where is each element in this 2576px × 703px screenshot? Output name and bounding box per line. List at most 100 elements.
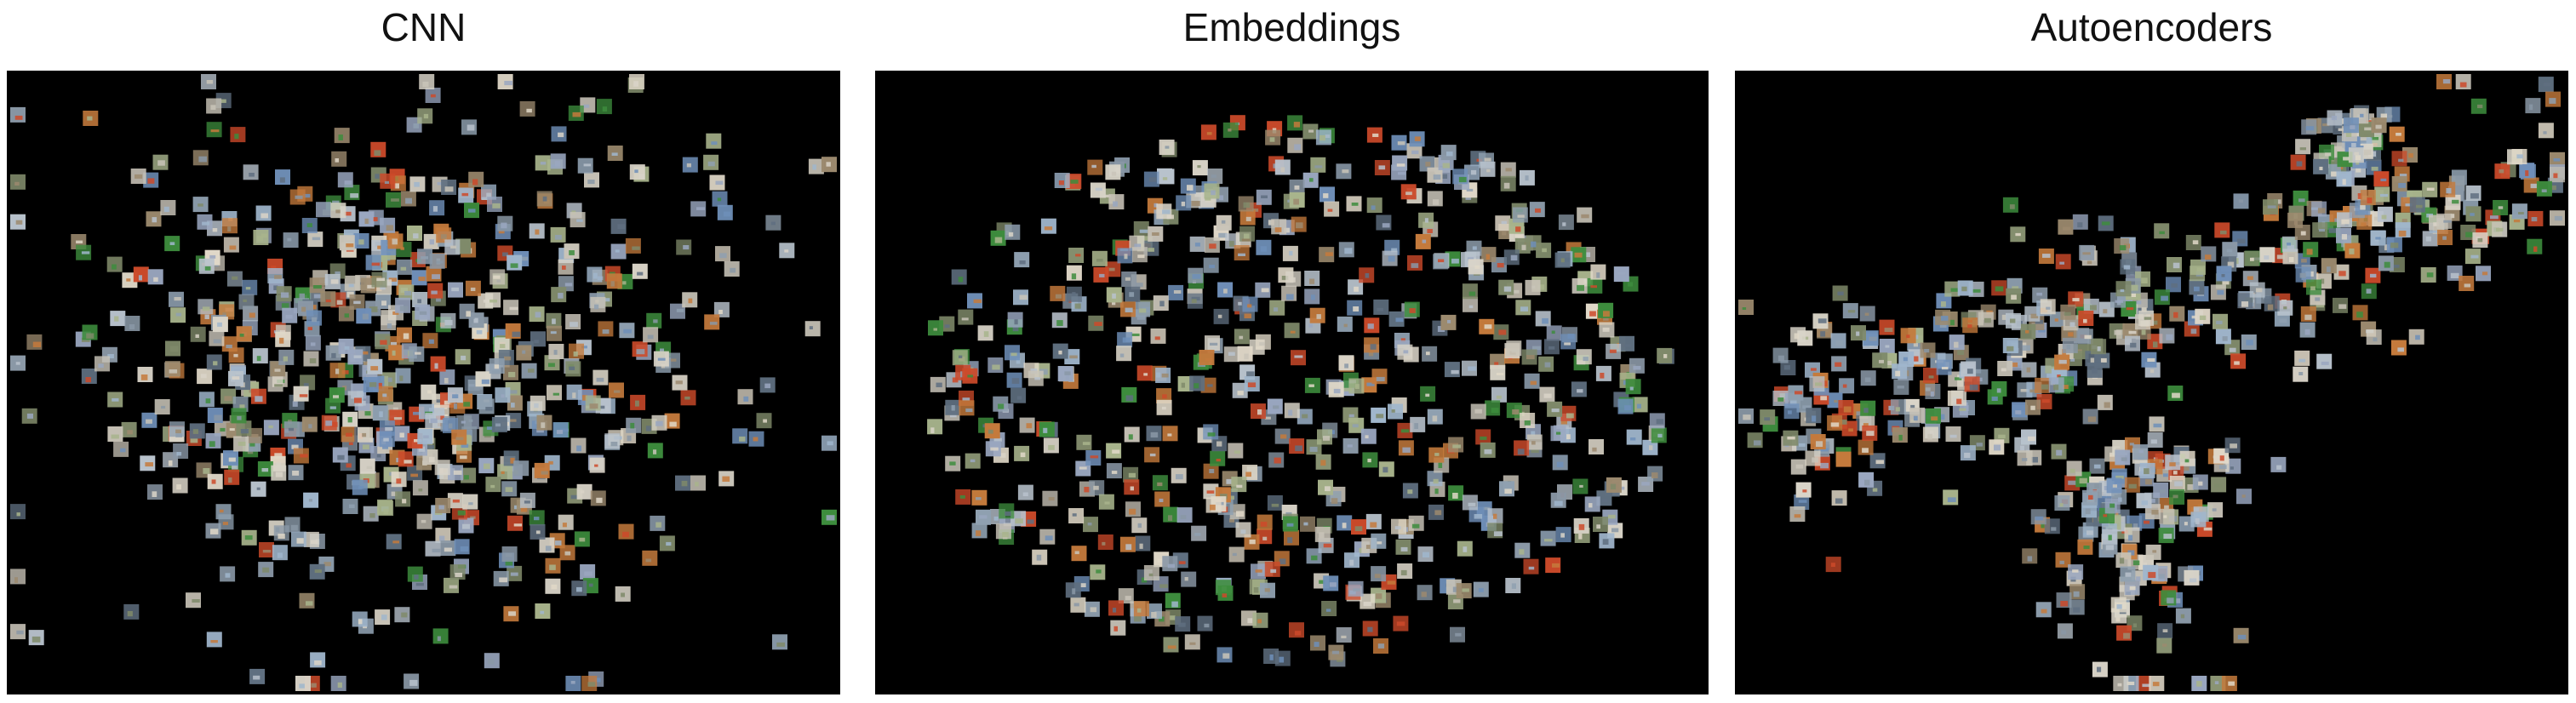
- image-thumbnail: [1143, 171, 1159, 187]
- image-thumbnail: [395, 368, 411, 384]
- image-thumbnail: [1573, 517, 1589, 534]
- image-thumbnail: [1234, 245, 1250, 260]
- image-thumbnail: [451, 429, 467, 445]
- image-thumbnail: [2270, 456, 2287, 472]
- image-thumbnail: [1806, 408, 1822, 424]
- image-thumbnail: [206, 632, 222, 648]
- image-thumbnail: [271, 465, 287, 481]
- image-thumbnail: [1216, 647, 1233, 663]
- image-thumbnail: [1479, 318, 1495, 334]
- image-thumbnail: [1203, 483, 1219, 500]
- image-thumbnail: [2465, 206, 2482, 222]
- image-thumbnail: [1936, 359, 1952, 375]
- image-thumbnail: [427, 283, 444, 299]
- image-thumbnail: [1572, 478, 1589, 494]
- image-thumbnail: [435, 498, 451, 513]
- image-thumbnail: [491, 416, 507, 432]
- image-thumbnail: [1373, 299, 1389, 315]
- image-thumbnail: [1238, 196, 1254, 212]
- image-thumbnail: [1391, 518, 1406, 534]
- image-thumbnail: [230, 127, 246, 143]
- image-thumbnail: [1409, 131, 1425, 147]
- image-thumbnail: [724, 261, 740, 277]
- image-thumbnail: [2361, 283, 2377, 300]
- thumbnail-scatter-cnn: [10, 74, 837, 691]
- image-thumbnail: [587, 266, 603, 283]
- image-thumbnail: [1571, 277, 1588, 294]
- image-thumbnail: [545, 578, 561, 594]
- image-thumbnail: [2366, 329, 2382, 346]
- image-thumbnail: [228, 370, 243, 386]
- image-thumbnail: [1550, 492, 1566, 508]
- image-thumbnail: [737, 389, 753, 405]
- image-thumbnail: [1738, 300, 1754, 315]
- image-thumbnail: [642, 550, 658, 566]
- image-thumbnail: [2447, 265, 2463, 281]
- image-thumbnail: [1444, 362, 1460, 378]
- image-thumbnail: [1500, 162, 1516, 178]
- image-thumbnail: [1480, 247, 1497, 263]
- image-thumbnail: [1783, 403, 1800, 420]
- image-thumbnail: [2312, 222, 2328, 238]
- image-thumbnail: [2215, 329, 2231, 345]
- image-thumbnail: [574, 531, 590, 547]
- image-thumbnail: [1306, 548, 1322, 564]
- image-thumbnail: [1647, 466, 1663, 482]
- image-thumbnail: [378, 500, 394, 517]
- image-thumbnail: [647, 443, 663, 459]
- image-thumbnail: [690, 475, 706, 491]
- image-thumbnail: [475, 371, 491, 387]
- image-thumbnail: [130, 169, 146, 184]
- image-thumbnail: [309, 563, 325, 580]
- image-thumbnail: [1760, 409, 1776, 426]
- image-thumbnail: [670, 303, 685, 319]
- image-thumbnail: [2281, 236, 2298, 252]
- image-thumbnail: [461, 119, 477, 135]
- image-thumbnail: [425, 88, 441, 103]
- image-thumbnail: [1242, 296, 1258, 312]
- image-thumbnail: [530, 395, 546, 411]
- image-thumbnail: [2097, 394, 2113, 410]
- image-thumbnail: [441, 180, 457, 195]
- image-thumbnail: [1197, 615, 1213, 632]
- image-thumbnail: [577, 157, 593, 174]
- image-thumbnail: [2300, 306, 2316, 322]
- image-thumbnail: [303, 351, 319, 367]
- image-thumbnail: [1284, 403, 1300, 419]
- image-thumbnail: [2132, 444, 2149, 460]
- image-thumbnail: [1089, 480, 1105, 496]
- image-thumbnail: [1520, 413, 1536, 428]
- image-thumbnail: [632, 341, 648, 357]
- image-thumbnail: [1543, 339, 1560, 355]
- image-thumbnail: [1371, 533, 1387, 549]
- image-thumbnail: [1571, 247, 1587, 263]
- image-thumbnail: [2519, 163, 2535, 179]
- image-thumbnail: [380, 173, 396, 189]
- image-thumbnail: [1124, 479, 1140, 495]
- image-thumbnail: [1909, 407, 1926, 423]
- image-thumbnail: [367, 358, 383, 374]
- image-thumbnail: [2040, 299, 2056, 315]
- image-thumbnail: [1978, 311, 1994, 328]
- image-thumbnail: [2451, 169, 2467, 186]
- image-thumbnail: [10, 106, 26, 123]
- image-thumbnail: [1090, 564, 1106, 580]
- image-thumbnail: [1890, 399, 1906, 415]
- image-thumbnail: [141, 412, 157, 428]
- image-thumbnail: [170, 307, 186, 323]
- image-thumbnail: [1462, 360, 1477, 376]
- image-thumbnail: [590, 296, 606, 312]
- image-thumbnail: [1131, 247, 1148, 263]
- image-thumbnail: [2352, 305, 2368, 321]
- image-thumbnail: [1144, 447, 1160, 463]
- image-thumbnail: [1831, 356, 1847, 372]
- image-thumbnail: [1606, 477, 1622, 493]
- image-thumbnail: [1317, 429, 1332, 445]
- image-thumbnail: [703, 154, 719, 170]
- image-thumbnail: [275, 331, 291, 347]
- image-thumbnail: [2017, 450, 2033, 466]
- image-thumbnail: [2316, 353, 2333, 369]
- image-thumbnail: [1490, 364, 1506, 380]
- image-thumbnail: [1147, 603, 1162, 620]
- image-thumbnail: [1066, 174, 1082, 190]
